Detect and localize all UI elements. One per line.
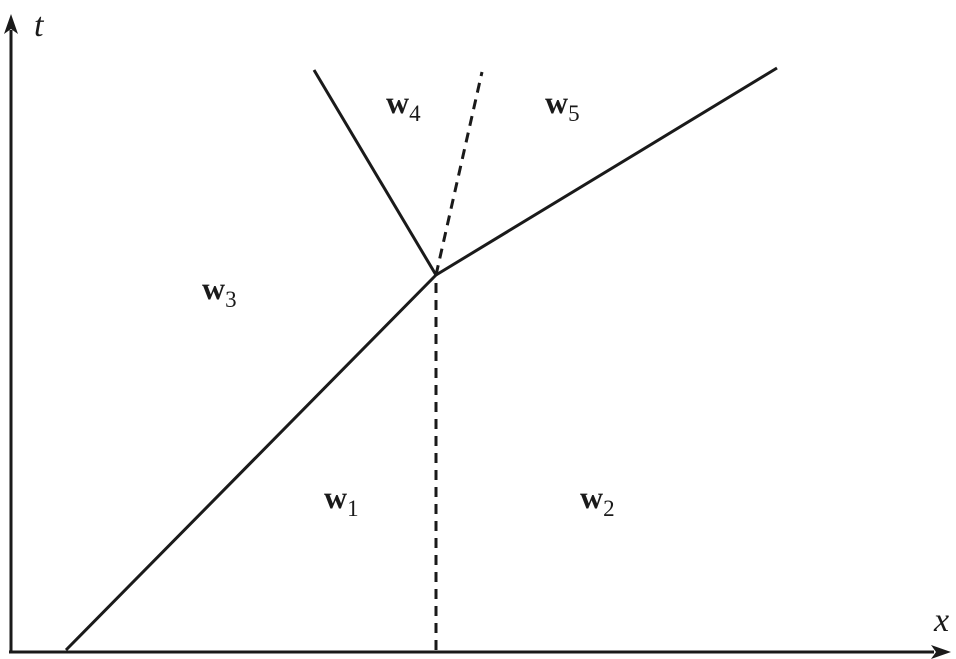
contact-discontinuity-upper [434,71,484,276]
region-label-w5: w5 [545,84,580,126]
t-axis-label: t [34,7,45,44]
transmitted-wave-line [435,66,778,277]
region-label-w3: w3 [202,270,237,312]
x-axis-arrowhead [931,645,951,659]
region-label-w4: w4 [386,84,421,126]
incident-wave-line [64,273,438,652]
region-label-w1: w1 [324,479,359,521]
reflected-wave-line [312,69,438,276]
t-axis-arrowhead [4,14,18,34]
x-axis-label: x [933,602,949,639]
region-label-w2: w2 [580,479,615,521]
